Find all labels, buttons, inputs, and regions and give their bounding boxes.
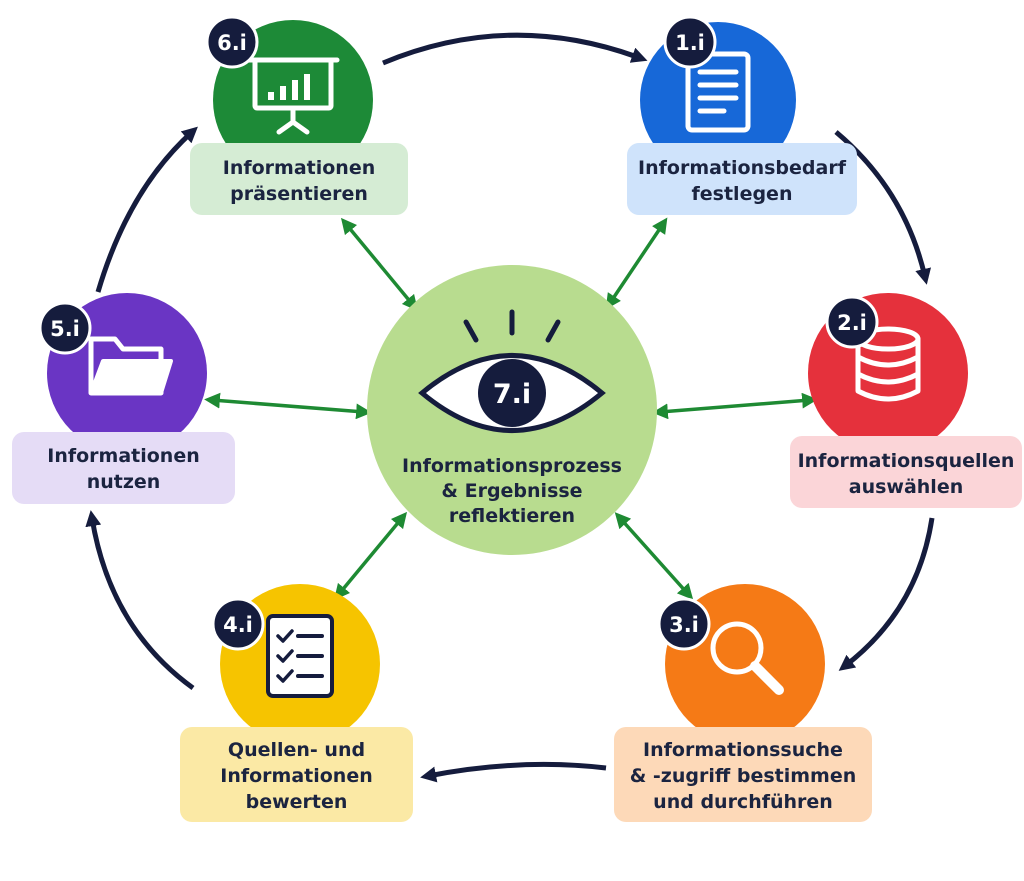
center-line-1: Informationsprozess bbox=[402, 455, 622, 477]
center-line-3: reflektieren bbox=[449, 505, 575, 527]
arrow-3-to-4 bbox=[420, 761, 607, 783]
step-label-line: & -zugriff bestimmen bbox=[630, 765, 857, 787]
spoke-1 bbox=[605, 217, 668, 310]
folder-icon bbox=[88, 336, 173, 396]
magnifier-icon bbox=[710, 621, 784, 695]
step-badge bbox=[657, 597, 711, 651]
step-badge-label: 6.i bbox=[217, 31, 247, 55]
step-label-line: Informationen bbox=[47, 445, 200, 467]
step-node-1: Informationsbedarf festlegen 1.i bbox=[627, 15, 857, 215]
checklist-icon bbox=[266, 614, 334, 698]
step-label-box bbox=[627, 143, 857, 215]
spoke-3 bbox=[614, 512, 694, 600]
step-label-box bbox=[614, 727, 872, 822]
step-label-box bbox=[12, 432, 235, 504]
step-label-line: Informationsbedarf bbox=[638, 157, 847, 179]
step-label-line: Informationen bbox=[223, 157, 376, 179]
spoke-2 bbox=[652, 392, 818, 420]
step-badge-label: 3.i bbox=[669, 613, 699, 637]
step-label-line: präsentieren bbox=[230, 183, 368, 205]
step-badge-label: 4.i bbox=[223, 613, 253, 637]
step-nodes: Informationsbedarffestlegen1.iInformatio… bbox=[12, 15, 1022, 822]
step-node-3: Informationssuche & -zugriff bestimmen und… bbox=[614, 584, 872, 822]
eye-icon bbox=[418, 309, 606, 433]
document-icon bbox=[685, 51, 751, 133]
arrow-4-to-5 bbox=[85, 510, 195, 691]
step-badge bbox=[825, 295, 879, 349]
step-label-line: Informationen bbox=[220, 765, 373, 787]
step-label-line: nutzen bbox=[87, 471, 161, 493]
presentation-icon bbox=[246, 57, 340, 135]
center-badge: 7.i bbox=[493, 379, 531, 410]
step-label-line: festlegen bbox=[692, 183, 793, 205]
center-node: 7.i Informationsprozess & Ergebnisse ref… bbox=[367, 265, 657, 555]
spoke-6 bbox=[340, 217, 419, 312]
step-label-box bbox=[190, 143, 408, 215]
spoke-4 bbox=[333, 511, 408, 601]
step-label-line: Quellen- und bbox=[228, 739, 365, 761]
step-badge bbox=[38, 301, 92, 355]
spoke-5 bbox=[204, 392, 372, 420]
step-label-line: und durchführen bbox=[653, 791, 833, 813]
spoke-arrows bbox=[204, 217, 818, 601]
arrow-5-to-6 bbox=[95, 126, 198, 293]
center-line-2: & Ergebnisse bbox=[441, 480, 582, 502]
step-label-box bbox=[180, 727, 413, 822]
step-badge bbox=[211, 597, 265, 651]
step-node-5: Informationen nutzen 5.i bbox=[12, 293, 235, 504]
arrow-6-to-1 bbox=[382, 32, 648, 66]
arrow-2-to-3 bbox=[838, 517, 935, 671]
step-label-line: auswählen bbox=[849, 476, 963, 498]
step-label-box bbox=[790, 436, 1022, 508]
step-node-6: Informationen präsentieren 6.i bbox=[190, 15, 408, 215]
step-label-line: bewerten bbox=[246, 791, 348, 813]
step-badge-label: 2.i bbox=[837, 311, 867, 335]
step-badge bbox=[205, 15, 259, 69]
step-node-2: Informationsquellen auswählen 2.i bbox=[790, 293, 1022, 508]
step-badge bbox=[663, 15, 717, 69]
step-badge-label: 1.i bbox=[675, 31, 705, 55]
step-badge-label: 5.i bbox=[50, 317, 80, 341]
step-label-line: Informationsquellen bbox=[798, 450, 1015, 472]
step-label-line: Informationssuche bbox=[643, 739, 843, 761]
